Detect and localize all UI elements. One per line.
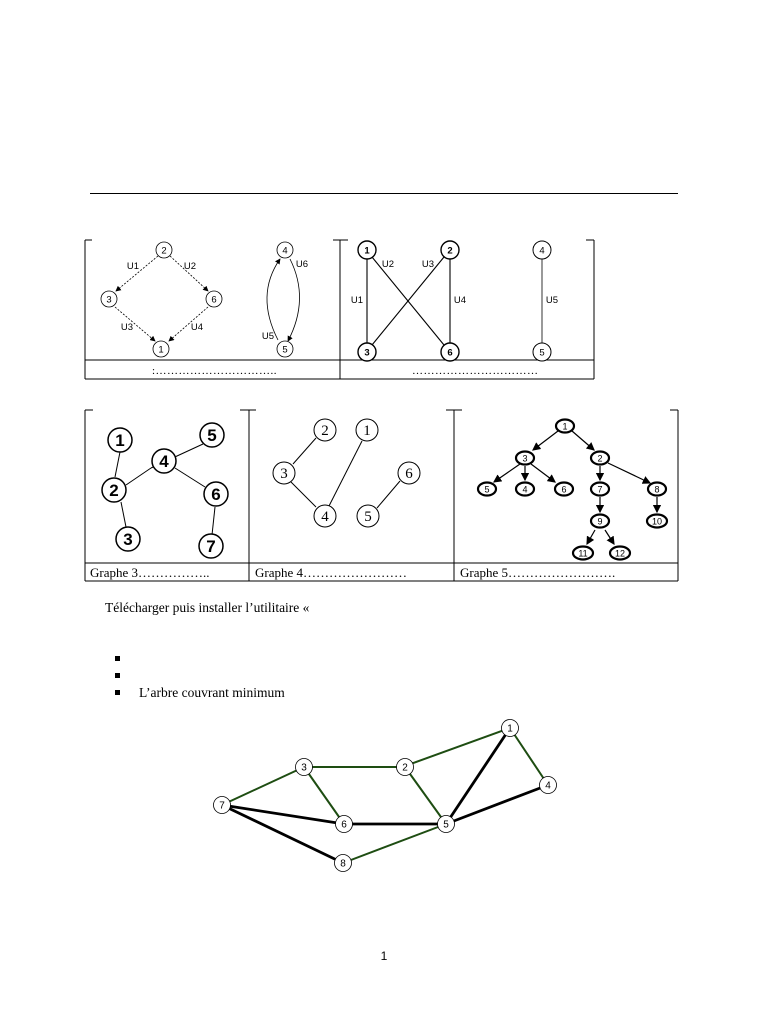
- graph-a-node-3: 3: [364, 348, 369, 359]
- graphe-5-node-7: 7: [597, 485, 602, 495]
- digraph-b-node-4: 4: [282, 246, 287, 257]
- graphe-4-edges: [290, 437, 401, 509]
- digraph-a-node-1: 1: [158, 345, 163, 356]
- digraph-b-node-5: 5: [282, 345, 287, 356]
- graph-a: [366, 256, 451, 346]
- mst-node-8: 8: [340, 859, 346, 870]
- row-2-frame: [84, 409, 679, 582]
- digraph-b-edge-u6: U6: [296, 259, 308, 270]
- graphe-3-node-4: 4: [159, 452, 169, 471]
- row-1-right-caption: ……………………………: [412, 365, 539, 377]
- edge-4-5: [444, 783, 550, 826]
- digraph-a-node-6: 6: [211, 295, 216, 306]
- edge-7-8: [220, 803, 345, 865]
- graphe-5-node-5: 5: [484, 485, 489, 495]
- digraph-a-node-2: 2: [161, 246, 166, 257]
- row-1-frame: [84, 239, 595, 380]
- graphe-4-node-3: 3: [280, 466, 288, 482]
- graph-b-node-5: 5: [539, 348, 544, 359]
- graphe-5-node-6: 6: [561, 485, 566, 495]
- graphe-4-node-2: 2: [321, 423, 329, 439]
- bullet-square-icon: [115, 690, 120, 695]
- figure-row-1: 2 3 6 1 U1 U2 U3 U4 4 5 U6 U5 1 2 3: [84, 239, 595, 380]
- graph-a-node-1: 1: [364, 246, 370, 257]
- graph-a-edge-u3: U3: [422, 259, 434, 270]
- edge-7-3: [221, 766, 305, 806]
- mst-node-3: 3: [301, 763, 307, 774]
- digraph-a-edge-u2: U2: [184, 261, 196, 272]
- graphe-5-node-12: 12: [615, 549, 625, 559]
- bullet-item: L’arbre couvrant minimum: [113, 684, 285, 701]
- graphe-5-node-1: 1: [562, 422, 567, 432]
- graphe-3-node-2: 2: [109, 481, 118, 500]
- bullet-item: [113, 667, 285, 684]
- graph-b-edge-u5: U5: [546, 295, 558, 306]
- bullet-item: [113, 650, 285, 667]
- instruction-paragraph: Télécharger puis installer l’utilitaire …: [105, 600, 310, 615]
- horizontal-rule: [90, 193, 678, 194]
- graphe-5-node-4: 4: [522, 485, 527, 495]
- row-1-left-caption: :…………………………..: [152, 365, 278, 377]
- graphe-5-node-8: 8: [654, 485, 659, 495]
- graph-b-node-4: 4: [539, 246, 544, 257]
- bullet-list: L’arbre couvrant minimum: [113, 650, 285, 701]
- graphe-4-node-5: 5: [364, 509, 372, 525]
- graphe-3-caption: Graphe 3……………..: [90, 565, 210, 580]
- digraph-a-edge-u4: U4: [191, 322, 203, 333]
- graphe-3-node-3: 3: [123, 530, 132, 549]
- graphe-4-caption: Graphe 4……………………: [255, 565, 408, 580]
- bullet-text: L’arbre couvrant minimum: [139, 685, 285, 700]
- graphe-5-node-10: 10: [652, 517, 662, 527]
- graphe-3-node-7: 7: [206, 537, 215, 556]
- digraph-b: [266, 258, 300, 342]
- digraph-a-node-3: 3: [106, 295, 111, 306]
- digraph-a-edge-u3: U3: [121, 322, 133, 333]
- graph-a-edge-u4: U4: [454, 295, 466, 306]
- edge-1-4: [509, 727, 549, 786]
- graph-a-node-6: 6: [447, 348, 452, 359]
- page-number: 1: [380, 949, 388, 963]
- edge-3-6: [303, 766, 345, 825]
- mst-node-5: 5: [443, 820, 449, 831]
- graphe-5-node-2: 2: [597, 454, 602, 464]
- mst-node-7: 7: [219, 801, 225, 812]
- edge-1-5: [444, 726, 512, 826]
- graphe-5-node-3: 3: [522, 454, 527, 464]
- graphe-5-node-11: 11: [578, 549, 587, 559]
- edge-7-6: [220, 803, 346, 826]
- digraph-a-edge-u1: U1: [127, 261, 139, 272]
- edge-1-2: [404, 727, 511, 767]
- graph-a-edge-u1: U1: [351, 295, 363, 306]
- graphe-5-caption: Graphe 5…………………….: [460, 565, 616, 580]
- mst-node-4: 4: [545, 781, 551, 792]
- graphe-4-node-6: 6: [405, 466, 413, 482]
- edge-2-5: [404, 766, 447, 825]
- mst-graph: 1 2 3 4 5 6 7 8: [213, 719, 557, 872]
- bullet-square-icon: [115, 656, 120, 661]
- mst-node-6: 6: [341, 820, 347, 831]
- graphe-3-node-6: 6: [211, 485, 220, 504]
- bullet-square-icon: [115, 673, 120, 678]
- graphe-3-node-5: 5: [207, 426, 216, 445]
- digraph-b-edge-u5: U5: [262, 331, 274, 342]
- graphe-4-node-4: 4: [321, 509, 329, 525]
- graphe-5-node-9: 9: [597, 517, 602, 527]
- mst-node-1: 1: [507, 724, 513, 735]
- mst-edges: [220, 726, 550, 865]
- edge-8-5: [342, 823, 447, 864]
- mst-node-2: 2: [402, 763, 408, 774]
- digraph-a: [114, 255, 209, 342]
- figure-row-2: 1 5 4 2 6 3 7 2 1 3 6 4 5: [84, 409, 679, 582]
- graphe-5-edges: [493, 430, 662, 546]
- graph-a-edge-u2: U2: [382, 259, 394, 270]
- graphe-4-node-1: 1: [363, 423, 371, 439]
- graphe-3-node-1: 1: [115, 431, 124, 450]
- graph-a-node-2: 2: [447, 246, 452, 257]
